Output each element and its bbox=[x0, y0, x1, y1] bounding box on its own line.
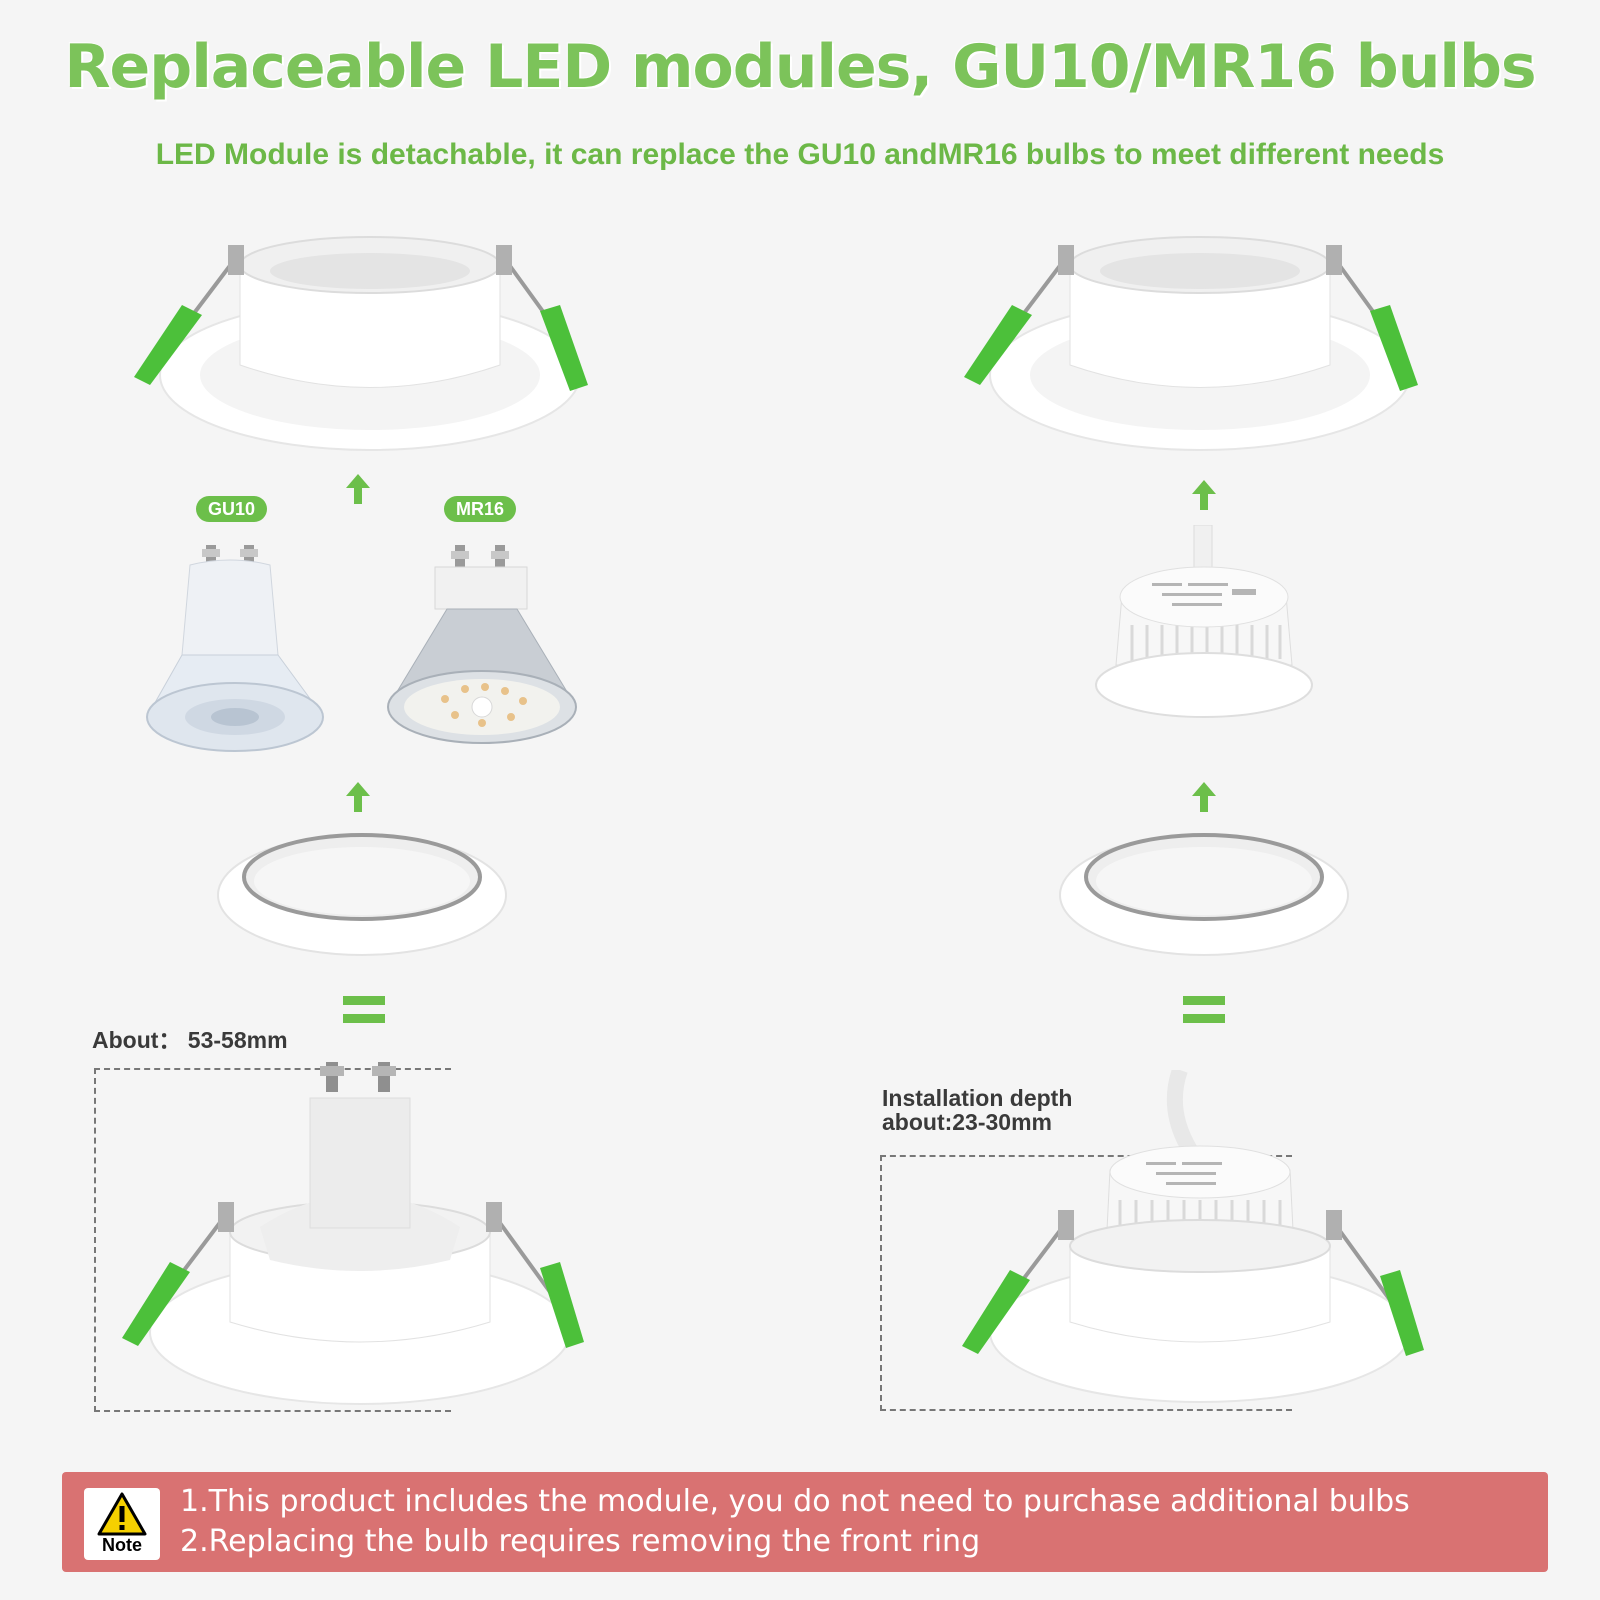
note-label: Note bbox=[102, 1535, 142, 1555]
note-banner: Note 1.This product includes the module,… bbox=[62, 1472, 1548, 1572]
front-ring-right bbox=[1059, 833, 1349, 956]
note-icon-box: Note bbox=[84, 1488, 160, 1560]
equals-sign-left bbox=[343, 996, 385, 1030]
mr16-tag: MR16 bbox=[444, 496, 517, 522]
assembled-led-module-image bbox=[962, 1070, 1424, 1403]
gu10-tag: GU10 bbox=[196, 496, 268, 522]
mr16-bulb-image bbox=[387, 545, 577, 744]
up-arrow-icon bbox=[346, 474, 370, 504]
led-module-image bbox=[1095, 525, 1313, 718]
equals-sign-right bbox=[1183, 996, 1225, 1030]
housing-top-right bbox=[964, 236, 1418, 451]
dimension-guide-right bbox=[880, 1155, 1292, 1411]
page-subtitle: LED Module is detachable, it can replace… bbox=[155, 138, 1445, 171]
note-line-1: 1.This product includes the module, you … bbox=[180, 1484, 1410, 1519]
up-arrow-icon bbox=[1192, 480, 1216, 510]
depth-label-line2: about:23-30mm bbox=[882, 1109, 1052, 1135]
page-title: Replaceable LED modules, GU10/MR16 bulbs bbox=[64, 32, 1536, 102]
front-ring-left bbox=[217, 833, 507, 956]
height-dimension-label: About： 53-58mm bbox=[92, 1027, 288, 1053]
up-arrow-icon bbox=[1192, 782, 1216, 812]
dimension-guide-left bbox=[94, 1068, 451, 1412]
depth-label-line1: Installation depth bbox=[882, 1085, 1073, 1111]
warning-icon bbox=[97, 1492, 147, 1536]
up-arrow-icon bbox=[346, 782, 370, 812]
note-line-2: 2.Replacing the bulb requires removing t… bbox=[180, 1524, 981, 1559]
gu10-bulb-image bbox=[146, 545, 324, 752]
housing-top-left bbox=[134, 236, 588, 451]
assembled-gu10-image bbox=[122, 1062, 584, 1405]
